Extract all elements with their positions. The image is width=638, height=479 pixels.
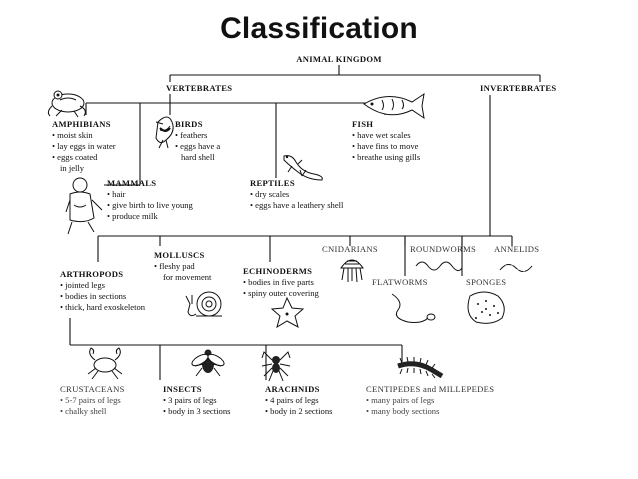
group-reptiles: REPTILES • dry scales • eggs have a leat… [250, 178, 344, 210]
flatworm-icon [391, 293, 436, 323]
centipede-icon [397, 356, 444, 379]
jellyfish-icon [340, 259, 364, 283]
group-echinoderms: ECHINODERMS • bodies in five parts • spi… [243, 266, 320, 298]
arthropods-trait: • bodies in sections [60, 291, 127, 301]
mammals-trait: • produce milk [107, 211, 158, 221]
group-arthropods: ARTHROPODS • jointed legs • bodies in se… [60, 269, 146, 312]
reptiles-name: REPTILES [250, 178, 295, 188]
molluscs-trait: • fleshy pad [154, 261, 195, 271]
lizard-icon [283, 155, 323, 181]
root-label: ANIMAL KINGDOM [296, 54, 382, 64]
group-mammals: MAMMALS • hair • give birth to live youn… [107, 178, 194, 221]
amphibians-trait: • eggs coated [52, 152, 98, 162]
insects-trait: • body in 3 sections [163, 406, 231, 416]
starfish-icon [270, 296, 305, 329]
arachnids-trait: • 4 pairs of legs [265, 395, 319, 405]
group-amphibians: AMPHIBIANS • moist skin • lay eggs in wa… [52, 119, 116, 173]
reptiles-trait: • eggs have a leathery shell [250, 200, 344, 210]
centipedes-name: CENTIPEDES and MILLEPEDES [366, 384, 494, 394]
group-centipedes: CENTIPEDES and MILLEPEDES • many pairs o… [366, 384, 494, 416]
birds-trait: hard shell [181, 152, 215, 162]
sponges-name: SPONGES [466, 277, 506, 287]
birds-name: BIRDS [175, 119, 203, 129]
mammals-name: MAMMALS [107, 178, 156, 188]
amphibians-trait: • moist skin [52, 130, 93, 140]
mammals-trait: • give birth to live young [107, 200, 194, 210]
group-fish: FISH • have wet scales • have fins to mo… [352, 119, 421, 162]
reptiles-trait: • dry scales [250, 189, 290, 199]
mammals-trait: • hair [107, 189, 126, 199]
snail-icon [185, 291, 222, 317]
amphibians-name: AMPHIBIANS [52, 119, 111, 129]
centipedes-trait: • many pairs of legs [366, 395, 435, 405]
centipedes-trait: • many body sections [366, 406, 440, 416]
birds-trait: • eggs have a [175, 141, 220, 151]
fish-trait: • have fins to move [352, 141, 419, 151]
insects-trait: • 3 pairs of legs [163, 395, 217, 405]
echinoderms-name: ECHINODERMS [243, 266, 312, 276]
group-molluscs: MOLLUSCS • fleshy pad for movement [154, 250, 212, 282]
echinoderms-trait: • bodies in five parts [243, 277, 314, 287]
fish-name: FISH [352, 119, 373, 129]
spider-icon [261, 351, 291, 382]
crab-icon [87, 347, 123, 380]
roundworm-icon [415, 261, 463, 272]
crustaceans-name: CRUSTACEANS [60, 384, 125, 394]
sponge-icon [467, 291, 505, 324]
arthropods-trait: • thick, hard exoskeleton [60, 302, 146, 312]
arachnids-name: ARACHNIDS [265, 384, 320, 394]
fish-icon [363, 92, 425, 120]
annelids-name: ANNELIDS [494, 244, 539, 254]
tree-connectors [69, 65, 541, 380]
amphibians-trait: • lay eggs in water [52, 141, 116, 151]
group-crustaceans: CRUSTACEANS • 5-7 pairs of legs • chalky… [60, 384, 125, 416]
molluscs-name: MOLLUSCS [154, 250, 205, 260]
mammal-icon [65, 177, 103, 235]
roundworms-name: ROUNDWORMS [410, 244, 476, 254]
arthropods-trait: • jointed legs [60, 280, 106, 290]
birds-trait: • feathers [175, 130, 208, 140]
flatworms-name: FLATWORMS [372, 277, 428, 287]
page-title: Classification [220, 12, 418, 45]
fish-trait: • breathe using gills [352, 152, 421, 162]
bird-icon [155, 116, 174, 149]
insects-name: INSECTS [163, 384, 202, 394]
cnidarians-name: CNIDARIANS [322, 244, 378, 254]
group-insects: INSECTS • 3 pairs of legs • body in 3 se… [163, 384, 231, 416]
molluscs-trait: for movement [163, 272, 212, 282]
crustaceans-trait: • 5-7 pairs of legs [60, 395, 121, 405]
group-arachnids: ARACHNIDS • 4 pairs of legs • body in 2 … [265, 384, 333, 416]
amphibians-trait: in jelly [60, 163, 85, 173]
echinoderms-trait: • spiny outer covering [243, 288, 320, 298]
frog-icon [47, 90, 86, 118]
branch-vertebrates: VERTEBRATES [166, 83, 232, 93]
group-birds: BIRDS • feathers • eggs have a hard shel… [175, 119, 220, 162]
arachnids-trait: • body in 2 sections [265, 406, 333, 416]
fish-trait: • have wet scales [352, 130, 411, 140]
crustaceans-trait: • chalky shell [60, 406, 107, 416]
branch-invertebrates: INVERTEBRATES [480, 83, 557, 93]
fly-icon [191, 349, 225, 377]
arthropods-name: ARTHROPODS [60, 269, 123, 279]
earthworm-icon [499, 263, 533, 275]
